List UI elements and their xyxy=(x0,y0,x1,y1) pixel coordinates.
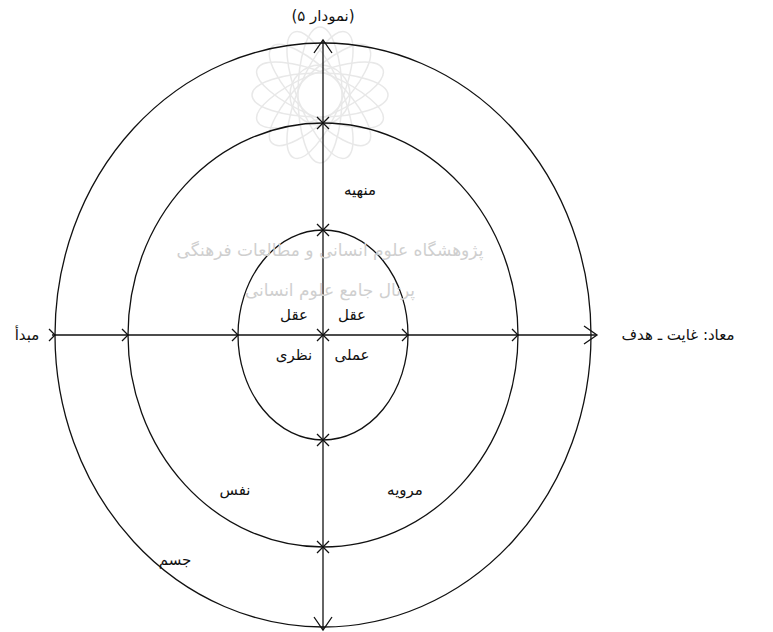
axis-chevron xyxy=(122,329,128,341)
ellipse-outline xyxy=(128,123,518,547)
region-label: جسم xyxy=(159,551,192,569)
ellipse-outline xyxy=(55,43,591,627)
region-label: مرویه xyxy=(387,481,423,499)
axis-chevron xyxy=(232,329,238,341)
ring-region: منهیه مرویه نفس عقل عملی عقل نظری xyxy=(128,123,518,547)
logo-petal xyxy=(298,27,342,163)
axis-label: مبدأ xyxy=(15,326,40,344)
logo-petal xyxy=(252,73,388,117)
logo-ring xyxy=(290,65,350,125)
ellipse-line xyxy=(55,43,591,627)
region-label: عقل عملی xyxy=(334,295,369,375)
axes xyxy=(52,40,596,630)
logo-petal xyxy=(249,49,391,142)
axis-chevron xyxy=(49,329,55,341)
logo-petal xyxy=(249,49,391,142)
ellipse-line xyxy=(238,230,408,440)
axis-cross xyxy=(317,329,329,341)
axis-marks xyxy=(49,40,597,630)
axis-label: معاد: غایت ـ هدف xyxy=(622,326,735,344)
watermark: پژوهشگاه علوم انسانی و مطالعات فرهنگی xyxy=(177,240,484,260)
ring-region: عقل عملی عقل نظری xyxy=(238,230,408,440)
region-label: منهیه xyxy=(344,181,376,199)
arrow-head xyxy=(314,617,332,630)
ellipse-outline xyxy=(238,230,408,440)
arrow-head xyxy=(314,40,332,53)
ring-region: جسم منهیه مرویه نفس عقل عملی عقل نظری xyxy=(55,43,591,627)
axis-chevron xyxy=(512,329,518,341)
watermark-logo xyxy=(249,24,391,166)
diagram-title: (نمودار ۵) xyxy=(291,7,354,25)
ellipse-line xyxy=(128,123,518,547)
region-label: نفس xyxy=(220,481,251,499)
axis-chevron xyxy=(402,329,408,341)
watermark: پرتال جامع علوم انسانی xyxy=(245,280,415,300)
region-label: عقل نظری xyxy=(276,295,313,375)
